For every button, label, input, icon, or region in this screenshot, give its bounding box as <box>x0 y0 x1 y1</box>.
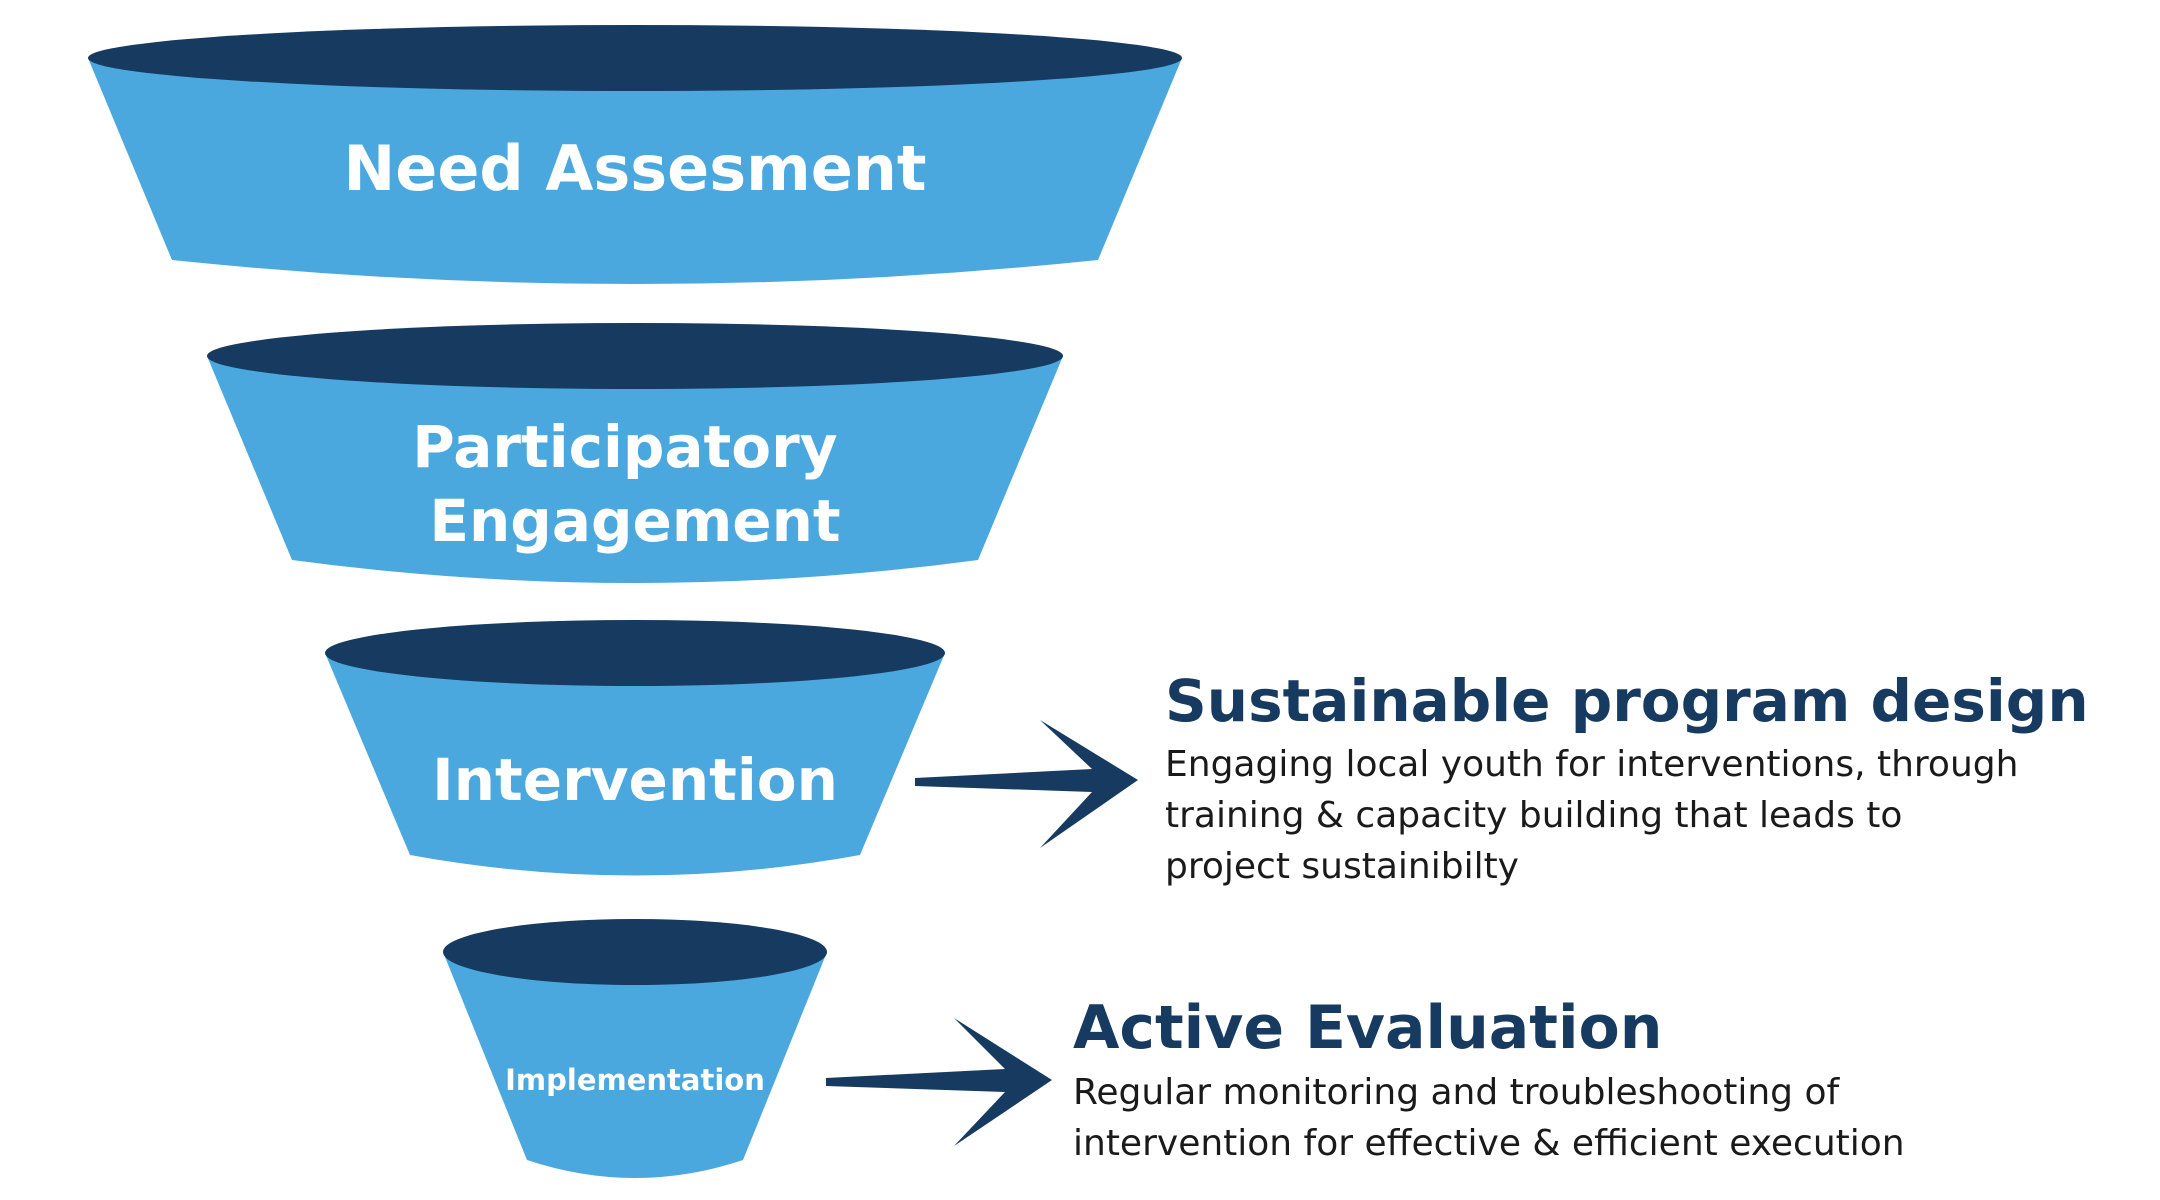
callout-active-evaluation: Active Evaluation Regular monitoring and… <box>1073 994 1905 1169</box>
segment-label-implementation: Implementation <box>505 1063 765 1097</box>
right-arrow-icon <box>915 720 1138 848</box>
right-arrow-icon <box>826 1018 1052 1146</box>
funnel-segment-intervention: Intervention <box>325 620 945 876</box>
callout-description: Regular monitoring and troubleshooting o… <box>1073 1067 1905 1169</box>
callout-line: Regular monitoring and troubleshooting o… <box>1073 1072 1840 1113</box>
funnel-segment-implementation: Implementation <box>443 919 827 1178</box>
callout-line: intervention for effective & efficient e… <box>1073 1123 1905 1164</box>
segment-label-participatory-engagement: Participatory Engagement <box>412 413 857 555</box>
callout-line: Engaging local youth for interventions, … <box>1165 743 2019 785</box>
callout-title: Sustainable program design <box>1165 667 2089 735</box>
callout-sustainable-program-design: Sustainable program design Engaging loca… <box>1165 668 2089 892</box>
callout-title: Active Evaluation <box>1073 993 1663 1063</box>
segment-label-intervention: Intervention <box>432 746 838 814</box>
funnel-segment-need-assessment: Need Assesment <box>88 25 1182 284</box>
callout-description: Engaging local youth for interventions, … <box>1165 739 2089 892</box>
funnel-segment-participatory-engagement: Participatory Engagement <box>207 323 1063 583</box>
callout-line: training & capacity building that leads … <box>1165 794 1903 836</box>
segment-label-need-assessment: Need Assesment <box>343 132 926 205</box>
callout-line: project sustainibilty <box>1165 845 1519 887</box>
